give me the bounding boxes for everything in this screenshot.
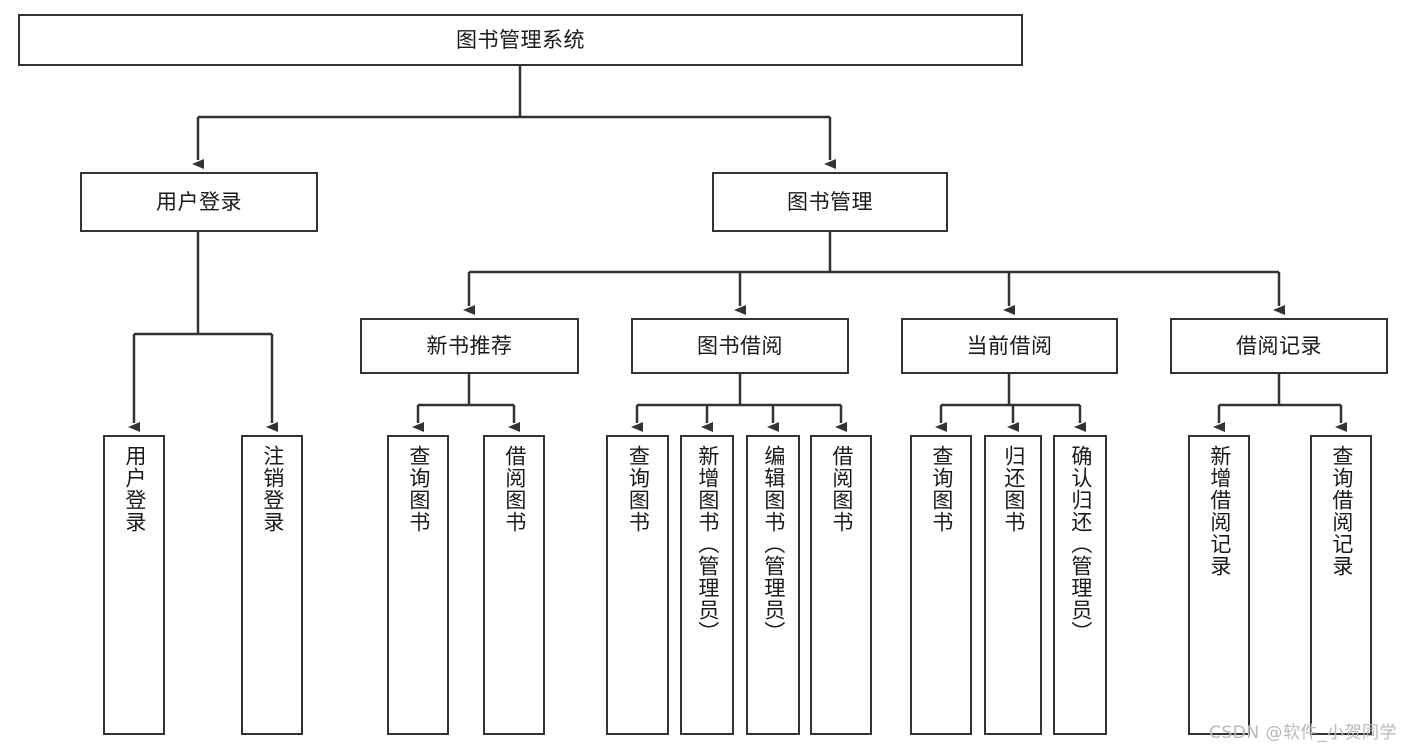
leaf-record-add-label: 新增借阅记录 — [1207, 445, 1232, 577]
node-book-borrow-label: 图书借阅 — [697, 333, 783, 358]
node-book-manage-label: 图书管理 — [787, 189, 873, 214]
leaf-record-query[interactable]: 查询借阅记录 — [1310, 435, 1372, 735]
leaf-current-return-book[interactable]: 归还图书 — [984, 435, 1042, 735]
leaf-recommend-query-book-label: 查询图书 — [406, 445, 431, 533]
leaf-borrow-add-book[interactable]: 新增图书（管理员） — [680, 435, 734, 735]
leaf-record-query-label: 查询借阅记录 — [1329, 445, 1354, 577]
leaf-current-confirm-return[interactable]: 确认归还（管理员） — [1053, 435, 1107, 735]
leaf-user-login-label: 用户登录 — [122, 445, 147, 533]
csdn-watermark: CSDN @软件_小贺同学 — [1209, 723, 1397, 743]
leaf-borrow-query-book-label: 查询图书 — [626, 445, 651, 533]
leaf-borrow-borrow-book[interactable]: 借阅图书 — [810, 435, 872, 735]
node-current-borrow[interactable]: 当前借阅 — [901, 318, 1118, 374]
leaf-recommend-query-book[interactable]: 查询图书 — [387, 435, 449, 735]
node-root-label: 图书管理系统 — [456, 27, 585, 52]
leaf-recommend-borrow-book[interactable]: 借阅图书 — [483, 435, 545, 735]
node-new-book-recommend-label: 新书推荐 — [426, 333, 513, 358]
leaf-borrow-edit-book[interactable]: 编辑图书（管理员） — [746, 435, 800, 735]
node-book-borrow[interactable]: 图书借阅 — [631, 318, 849, 374]
leaf-user-logout[interactable]: 注销登录 — [241, 435, 303, 735]
leaf-borrow-borrow-book-label: 借阅图书 — [829, 445, 854, 533]
node-root[interactable]: 图书管理系统 — [18, 14, 1023, 66]
leaf-current-query-book-label: 查询图书 — [929, 445, 954, 533]
leaf-borrow-query-book[interactable]: 查询图书 — [606, 435, 669, 735]
leaf-user-logout-label: 注销登录 — [260, 445, 285, 533]
leaf-borrow-edit-book-label: 编辑图书（管理员） — [761, 445, 786, 643]
node-user-login-label: 用户登录 — [156, 189, 242, 214]
leaf-current-confirm-return-label: 确认归还（管理员） — [1068, 445, 1093, 643]
node-current-borrow-label: 当前借阅 — [966, 333, 1053, 358]
node-user-login[interactable]: 用户登录 — [80, 172, 318, 232]
leaf-current-return-book-label: 归还图书 — [1001, 445, 1026, 533]
node-new-book-recommend[interactable]: 新书推荐 — [360, 318, 579, 374]
leaf-recommend-borrow-book-label: 借阅图书 — [502, 445, 527, 533]
leaf-user-login[interactable]: 用户登录 — [103, 435, 165, 735]
node-borrow-record[interactable]: 借阅记录 — [1170, 318, 1388, 374]
leaf-borrow-add-book-label: 新增图书（管理员） — [695, 445, 720, 643]
leaf-current-query-book[interactable]: 查询图书 — [910, 435, 972, 735]
node-book-manage[interactable]: 图书管理 — [712, 172, 948, 232]
node-borrow-record-label: 借阅记录 — [1236, 333, 1322, 358]
leaf-record-add[interactable]: 新增借阅记录 — [1188, 435, 1250, 735]
